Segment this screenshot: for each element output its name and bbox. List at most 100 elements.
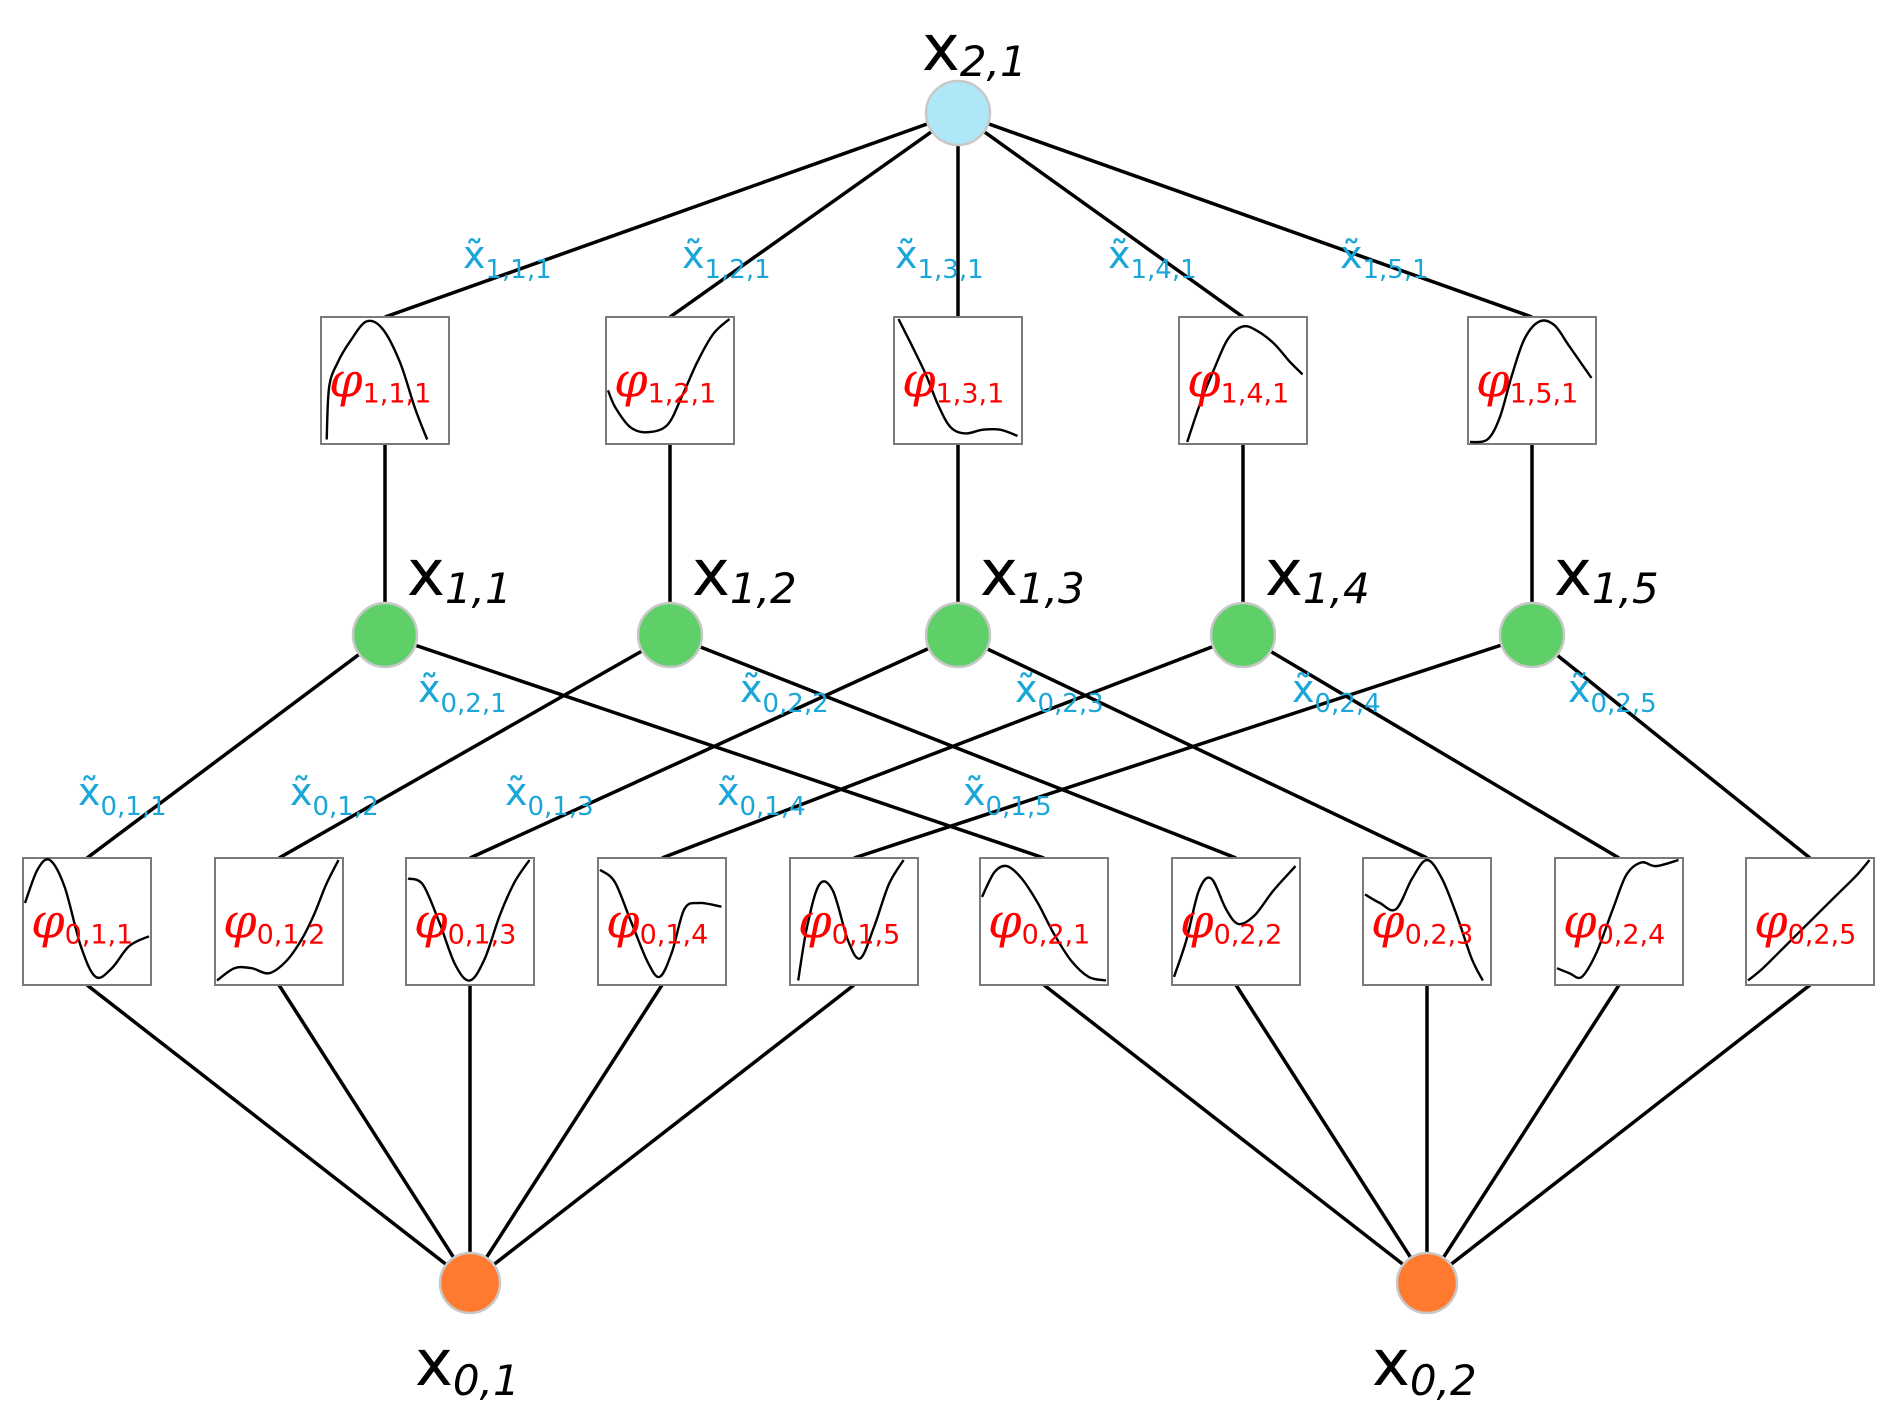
function-label: φ0,1,2 bbox=[223, 894, 325, 951]
edge-label: x̃1,4,1 bbox=[1108, 233, 1197, 285]
activation-curve bbox=[325, 319, 429, 440]
hidden-node-label-subscript: 1,4 bbox=[1303, 564, 1370, 613]
function-subscript: 1,1,1 bbox=[363, 379, 432, 410]
edge-phi0-1-to-input bbox=[85, 983, 472, 1285]
edge-label: x̃0,2,1 bbox=[418, 667, 507, 719]
edge-top-to-phi1-2 bbox=[668, 111, 960, 319]
output-node-label-main: x bbox=[922, 12, 960, 86]
function-symbol: φ bbox=[614, 353, 648, 409]
edge-label-subscript: 0,1,1 bbox=[101, 792, 167, 822]
edge-label: x̃0,2,3 bbox=[1015, 667, 1104, 719]
hidden-node-label: x1,3 bbox=[980, 537, 1085, 613]
edge-label: x̃0,1,1 bbox=[78, 770, 167, 822]
function-label: φ1,5,1 bbox=[1476, 353, 1578, 410]
function-box: φ1,3,1 bbox=[893, 316, 1023, 445]
edge-hidden-4-to-phi0-1-4 bbox=[661, 633, 1244, 860]
function-symbol: φ bbox=[1187, 353, 1221, 409]
input-node-label: x0,2 bbox=[1372, 1327, 1477, 1405]
edge-label-main: x̃ bbox=[895, 233, 918, 277]
function-label: φ0,2,2 bbox=[1180, 894, 1282, 951]
function-label: φ0,2,3 bbox=[1371, 894, 1473, 951]
function-label: φ1,3,1 bbox=[902, 353, 1004, 410]
edges-layer bbox=[85, 111, 1812, 1285]
function-symbol: φ bbox=[1476, 353, 1510, 409]
function-symbol: φ bbox=[606, 894, 640, 950]
edge-label-main: x̃ bbox=[1015, 667, 1038, 711]
edge-label-main: x̃ bbox=[963, 770, 986, 814]
edge-label-subscript: 0,2,5 bbox=[1591, 689, 1657, 719]
activation-curve bbox=[407, 859, 531, 982]
edge-label-subscript: 0,2,3 bbox=[1038, 689, 1104, 719]
function-box-frame bbox=[979, 857, 1109, 986]
edge-label-main: x̃ bbox=[1340, 233, 1363, 277]
function-box: φ0,2,5 bbox=[1745, 857, 1875, 986]
function-box-frame bbox=[789, 857, 919, 986]
hidden-node-label-subscript: 1,5 bbox=[1592, 564, 1659, 613]
function-subscript: 0,2,1 bbox=[1022, 920, 1091, 951]
edge-label-subscript: 1,5,1 bbox=[1363, 255, 1429, 285]
edge-label-main: x̃ bbox=[418, 667, 441, 711]
function-box-frame bbox=[1362, 857, 1492, 986]
hidden-node-5 bbox=[1498, 601, 1566, 669]
edge-label: x̃0,1,2 bbox=[290, 770, 379, 822]
hidden-node-1 bbox=[351, 601, 419, 669]
input-node-1 bbox=[438, 1251, 502, 1315]
function-label: φ0,2,1 bbox=[988, 894, 1090, 951]
hidden-node-label-main: x bbox=[407, 537, 445, 611]
edge-top-to-phi1-4 bbox=[956, 111, 1245, 319]
function-box-frame bbox=[214, 857, 344, 986]
function-label: φ0,2,5 bbox=[1754, 894, 1856, 951]
activation-curve bbox=[797, 859, 905, 981]
activation-curve bbox=[980, 864, 1107, 982]
activation-curve bbox=[599, 868, 722, 979]
function-symbol: φ bbox=[223, 894, 257, 950]
hidden-node-label: x1,4 bbox=[1265, 537, 1370, 613]
edge-phi0-9-to-input bbox=[1425, 984, 1621, 1284]
nodes-layer bbox=[351, 79, 1566, 1315]
hidden-node-label-subscript: 1,3 bbox=[1018, 564, 1085, 613]
function-subscript: 0,2,5 bbox=[1788, 920, 1857, 951]
function-label: φ1,1,1 bbox=[329, 353, 431, 410]
function-subscript: 0,2,4 bbox=[1597, 920, 1666, 951]
edge-label-subscript: 1,4,1 bbox=[1131, 255, 1197, 285]
hidden-node-3 bbox=[924, 601, 992, 669]
edge-label-subscript: 0,1,5 bbox=[986, 792, 1052, 822]
function-box: φ0,1,3 bbox=[405, 857, 535, 986]
hidden-node-label-main: x bbox=[980, 537, 1018, 611]
function-subscript: 1,4,1 bbox=[1221, 379, 1290, 410]
edge-phi0-6-to-input bbox=[1042, 983, 1429, 1285]
output-node-label-subscript: 2,1 bbox=[960, 37, 1027, 86]
input-node-label-subscript: 0,2 bbox=[1410, 1356, 1477, 1405]
edge-phi0-7-to-input bbox=[1234, 984, 1429, 1284]
function-box-frame bbox=[405, 857, 535, 986]
input-node-2 bbox=[1395, 1251, 1459, 1315]
hidden-node-label-main: x bbox=[692, 537, 730, 611]
edge-label: x̃0,1,5 bbox=[963, 770, 1052, 822]
function-box: φ1,1,1 bbox=[320, 316, 450, 445]
activation-curve bbox=[606, 318, 731, 434]
edge-hidden-1-to-phi0-1-1 bbox=[85, 633, 387, 860]
function-box: φ0,2,1 bbox=[979, 857, 1109, 986]
hidden-node-label: x1,2 bbox=[692, 537, 797, 613]
edge-label-main: x̃ bbox=[1108, 233, 1131, 277]
edge-label-subscript: 0,1,2 bbox=[313, 792, 379, 822]
function-symbol: φ bbox=[329, 353, 363, 409]
activation-curve bbox=[23, 858, 150, 979]
activation-curve bbox=[897, 318, 1018, 438]
edge-label-main: x̃ bbox=[505, 770, 528, 814]
edge-label-subscript: 0,1,4 bbox=[740, 792, 806, 822]
function-box: φ0,2,3 bbox=[1362, 857, 1492, 986]
function-box: φ0,1,5 bbox=[789, 857, 919, 986]
input-node-label: x0,1 bbox=[415, 1327, 520, 1405]
activation-curve bbox=[1186, 324, 1304, 443]
function-box: φ0,2,2 bbox=[1171, 857, 1301, 986]
hidden-node-label: x1,1 bbox=[407, 537, 512, 613]
edge-label: x̃0,1,4 bbox=[717, 770, 806, 822]
edge-label: x̃1,5,1 bbox=[1340, 233, 1429, 285]
input-node-label-main: x bbox=[415, 1327, 453, 1401]
hidden-node-label-main: x bbox=[1265, 537, 1303, 611]
edge-label-subscript: 0,1,3 bbox=[528, 792, 594, 822]
function-subscript: 0,1,2 bbox=[257, 920, 326, 951]
function-label: φ0,1,3 bbox=[414, 894, 516, 951]
